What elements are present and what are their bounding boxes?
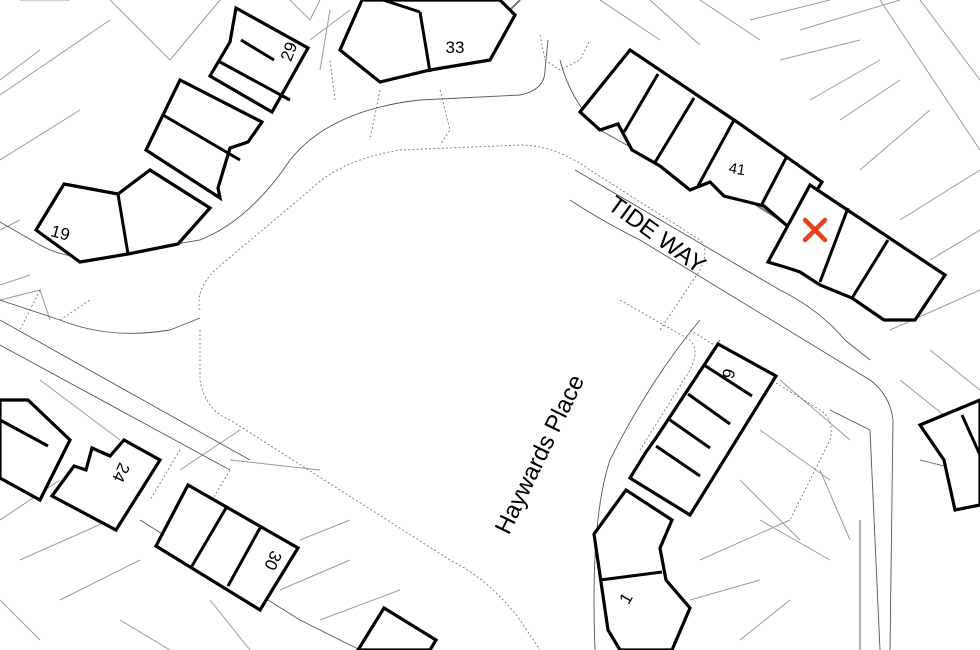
street-label-haywards-place: Haywards Place bbox=[490, 371, 590, 539]
building-24 bbox=[49, 437, 163, 533]
building-terrace-9 bbox=[627, 341, 779, 518]
location-cross-icon bbox=[802, 217, 828, 243]
building-terrace-1 bbox=[592, 487, 692, 650]
house-number-33: 33 bbox=[446, 38, 465, 57]
building-terrace-east bbox=[765, 182, 948, 322]
building-terrace-33 bbox=[338, 0, 517, 84]
building-south-west bbox=[0, 398, 72, 503]
building-terrace-30 bbox=[153, 482, 301, 613]
street-label-tide-way: TIDE WAY bbox=[603, 191, 711, 279]
road-lines bbox=[0, 39, 980, 650]
house-number-41: 41 bbox=[727, 160, 746, 180]
house-number-19: 19 bbox=[49, 221, 72, 244]
building-terrace-29 bbox=[207, 5, 311, 115]
building-terrace-mid bbox=[143, 77, 265, 202]
building-bottom bbox=[356, 605, 439, 650]
dotted-boundaries bbox=[19, 34, 832, 650]
building-terrace-19 bbox=[33, 168, 213, 264]
building-far-east bbox=[917, 398, 980, 512]
